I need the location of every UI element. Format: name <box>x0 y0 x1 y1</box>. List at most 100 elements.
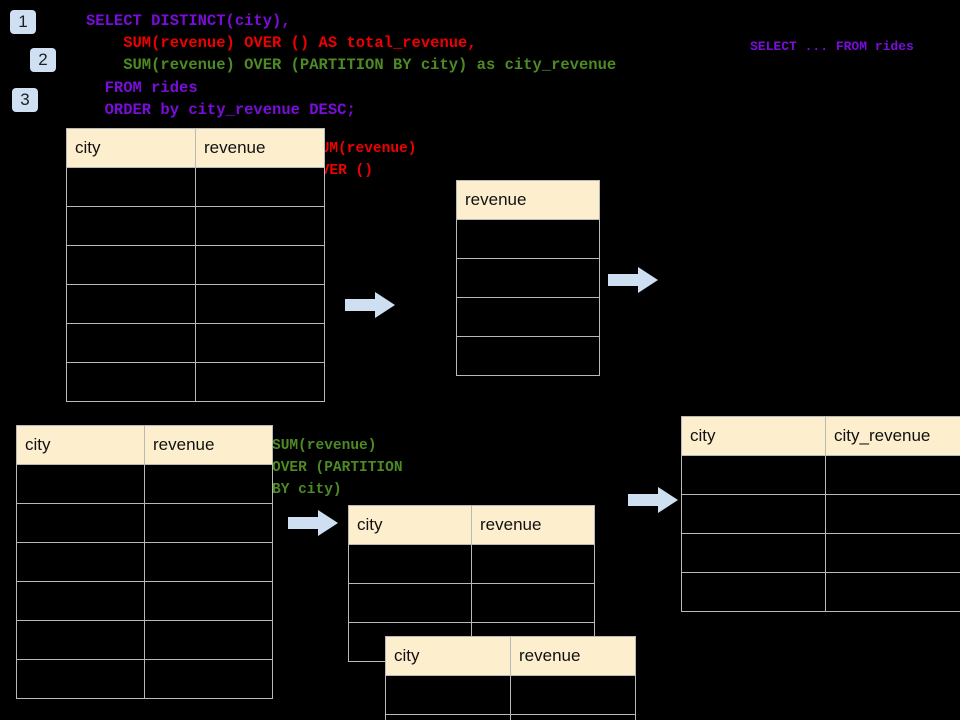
table-row <box>66 323 325 363</box>
column-header-city-revenue: city_revenue <box>825 416 960 456</box>
cell <box>144 542 273 582</box>
table-row <box>66 362 325 402</box>
cell <box>456 336 600 376</box>
column-header-revenue: revenue <box>144 425 273 465</box>
cell <box>385 714 511 720</box>
annotation-sum-over-partition: SUM(revenue) OVER (PARTITION BY city) <box>272 438 403 498</box>
partition-table-front: city revenue <box>385 636 636 720</box>
table-header-row: city revenue <box>16 425 273 465</box>
cell <box>195 206 325 246</box>
cell <box>195 284 325 324</box>
rides-source-table-top: city revenue <box>66 128 325 402</box>
table-body <box>456 219 600 376</box>
cell <box>195 167 325 207</box>
column-header-city: city <box>385 636 511 676</box>
table-header-row: city revenue <box>66 128 325 168</box>
table-row <box>66 245 325 285</box>
table-row <box>681 494 960 534</box>
table-row <box>456 297 600 337</box>
step-badge-2[interactable]: 2 <box>30 48 56 72</box>
column-header-city: city <box>16 425 145 465</box>
table-row <box>456 219 600 259</box>
sql-line-total-revenue: SUM(revenue) OVER () AS total_revenue, <box>86 34 477 52</box>
annotation-sum-over-empty: SUM(revenue) OVER () <box>312 141 417 179</box>
cell <box>66 323 196 363</box>
cell <box>144 581 273 621</box>
cell <box>66 167 196 207</box>
column-header-revenue: revenue <box>195 128 325 168</box>
cell <box>456 219 600 259</box>
cell <box>825 494 960 534</box>
cell <box>471 544 595 584</box>
table-row <box>456 258 600 298</box>
column-header-city: city <box>681 416 826 456</box>
table-row <box>348 544 595 584</box>
flow-arrow-4 <box>628 487 678 513</box>
column-header-revenue: revenue <box>510 636 636 676</box>
cell <box>510 675 636 715</box>
cell <box>16 542 145 582</box>
cell <box>144 464 273 504</box>
table-row <box>16 542 273 582</box>
table-header-row: city city_revenue <box>681 416 960 456</box>
flow-arrow-3 <box>288 510 338 536</box>
sql-line-order-by: ORDER by city_revenue DESC; <box>86 101 356 119</box>
table-row <box>66 284 325 324</box>
cell <box>456 258 600 298</box>
table-row <box>66 206 325 246</box>
table-row <box>348 583 595 623</box>
cell <box>66 245 196 285</box>
table-row <box>16 659 273 699</box>
column-header-city: city <box>66 128 196 168</box>
rides-source-table-bottom: city revenue <box>16 425 273 699</box>
table-header-row: revenue <box>456 180 600 220</box>
cell <box>510 714 636 720</box>
cell <box>348 544 472 584</box>
cell <box>681 572 826 612</box>
cell <box>681 494 826 534</box>
cell <box>195 323 325 363</box>
cell <box>825 455 960 495</box>
flow-arrow-1 <box>345 292 395 318</box>
table-row <box>16 503 273 543</box>
cell <box>348 583 472 623</box>
cell <box>16 581 145 621</box>
cell <box>16 503 145 543</box>
table-row <box>385 675 636 715</box>
sql-line-from-rides: FROM rides <box>86 79 198 97</box>
cell <box>66 284 196 324</box>
sql-line-select-distinct: SELECT DISTINCT(city), <box>86 12 291 30</box>
cell <box>385 675 511 715</box>
cell <box>195 362 325 402</box>
column-header-revenue: revenue <box>456 180 600 220</box>
cell <box>195 245 325 285</box>
table-body <box>681 455 960 612</box>
sql-line-city-revenue: SUM(revenue) OVER (PARTITION BY city) as… <box>86 56 617 74</box>
cell <box>66 206 196 246</box>
column-header-revenue: revenue <box>471 505 595 545</box>
flow-arrow-2 <box>608 267 658 293</box>
table-body <box>16 464 273 699</box>
cell <box>825 572 960 612</box>
table-header-row: city revenue <box>348 505 595 545</box>
cell <box>456 297 600 337</box>
total-revenue-table: revenue <box>456 180 600 376</box>
table-row <box>681 455 960 495</box>
cell <box>681 455 826 495</box>
step-badge-3[interactable]: 3 <box>12 88 38 112</box>
table-header-row: city revenue <box>385 636 636 676</box>
table-row <box>16 464 273 504</box>
table-row <box>16 581 273 621</box>
cell <box>144 620 273 660</box>
cell <box>471 583 595 623</box>
column-header-city: city <box>348 505 472 545</box>
cell <box>144 503 273 543</box>
cell <box>681 533 826 573</box>
table-body <box>66 167 325 402</box>
step-badge-1[interactable]: 1 <box>10 10 36 34</box>
cell <box>144 659 273 699</box>
table-row <box>385 714 636 720</box>
table-row <box>681 572 960 612</box>
cell <box>16 620 145 660</box>
